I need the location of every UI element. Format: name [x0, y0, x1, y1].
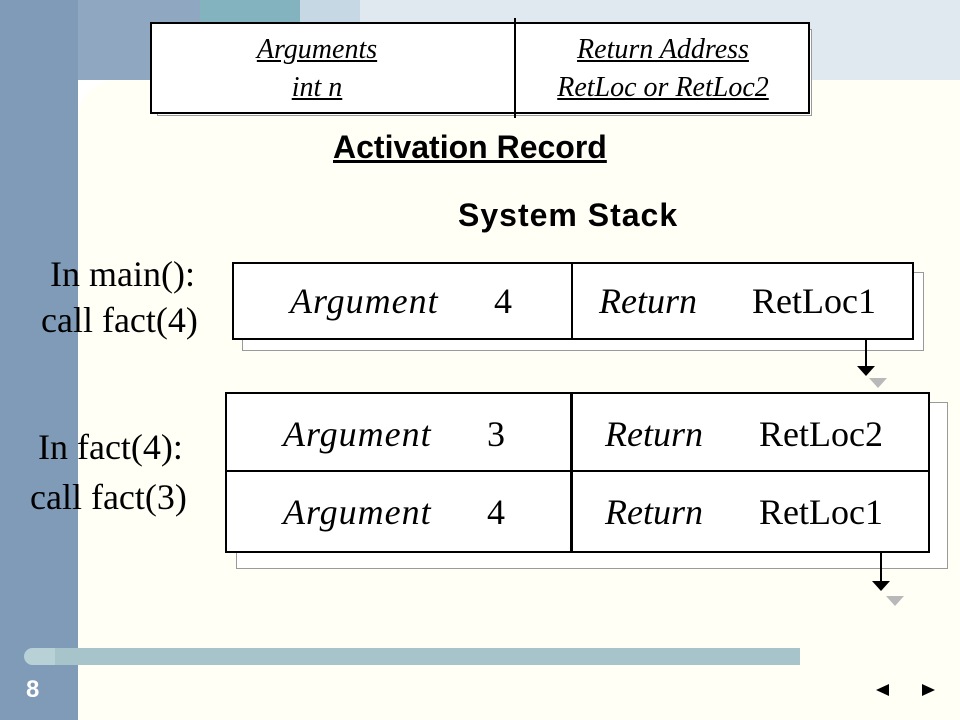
main-activation-record: Argument 4 Return RetLoc1 — [232, 262, 914, 340]
legend-return-label: Return Address — [577, 34, 749, 65]
stack-push-arrow-icon — [857, 366, 875, 376]
triangle-right-icon[interactable] — [922, 684, 935, 696]
stack-row2-return-value: RetLoc1 — [759, 492, 883, 532]
stack-push-arrow2-shadow — [886, 596, 904, 606]
left-sidebar-band — [0, 0, 78, 720]
system-stack-title: System Stack — [458, 197, 679, 233]
stack-push-arrow-line — [865, 340, 867, 366]
stack-row1-return-label: Return — [605, 414, 703, 454]
stack-row2-arg-label: Argument — [283, 492, 432, 532]
stack-row2-arg-value: 4 — [487, 492, 505, 532]
stack-row1-arg-value: 3 — [487, 414, 505, 454]
fact-call-line2: call fact(3) — [30, 477, 187, 517]
main-arg-value: 4 — [494, 281, 512, 321]
main-record-divider — [571, 264, 573, 338]
slide-number: 8 — [26, 676, 40, 703]
stack-push-arrow-shadow — [869, 378, 887, 388]
fact-stack-col-divider — [570, 392, 573, 551]
legend-arguments-type: int n — [291, 72, 343, 103]
activation-record-legend: Arguments int n Return Address RetLoc or… — [150, 18, 810, 118]
triangle-left-icon[interactable] — [876, 684, 889, 696]
fact-call-line1: In fact(4): — [38, 427, 183, 467]
stack-row1-return-value: RetLoc2 — [759, 414, 883, 454]
activation-record-title: Activation Record — [333, 129, 607, 165]
stack-push-arrow2-icon — [872, 581, 890, 591]
legend-return-type: RetLoc or RetLoc2 — [557, 72, 769, 103]
stack-row1-arg-label: Argument — [283, 414, 432, 454]
main-call-line1: In main(): — [50, 254, 195, 294]
fact-stack: Argument 3 Return RetLoc2 Argument 4 Ret… — [225, 392, 930, 553]
main-call-line2: call fact(4) — [41, 300, 198, 340]
footer-line — [55, 648, 800, 665]
main-arg-label: Argument — [290, 281, 439, 321]
stack-row2-return-label: Return — [605, 492, 703, 532]
stack-push-arrow2-line — [880, 553, 882, 581]
legend-divider — [514, 18, 516, 118]
main-return-value: RetLoc1 — [752, 281, 876, 321]
fact-stack-row-divider — [227, 470, 928, 472]
legend-arguments-label: Arguments — [256, 34, 378, 65]
main-return-label: Return — [599, 281, 697, 321]
